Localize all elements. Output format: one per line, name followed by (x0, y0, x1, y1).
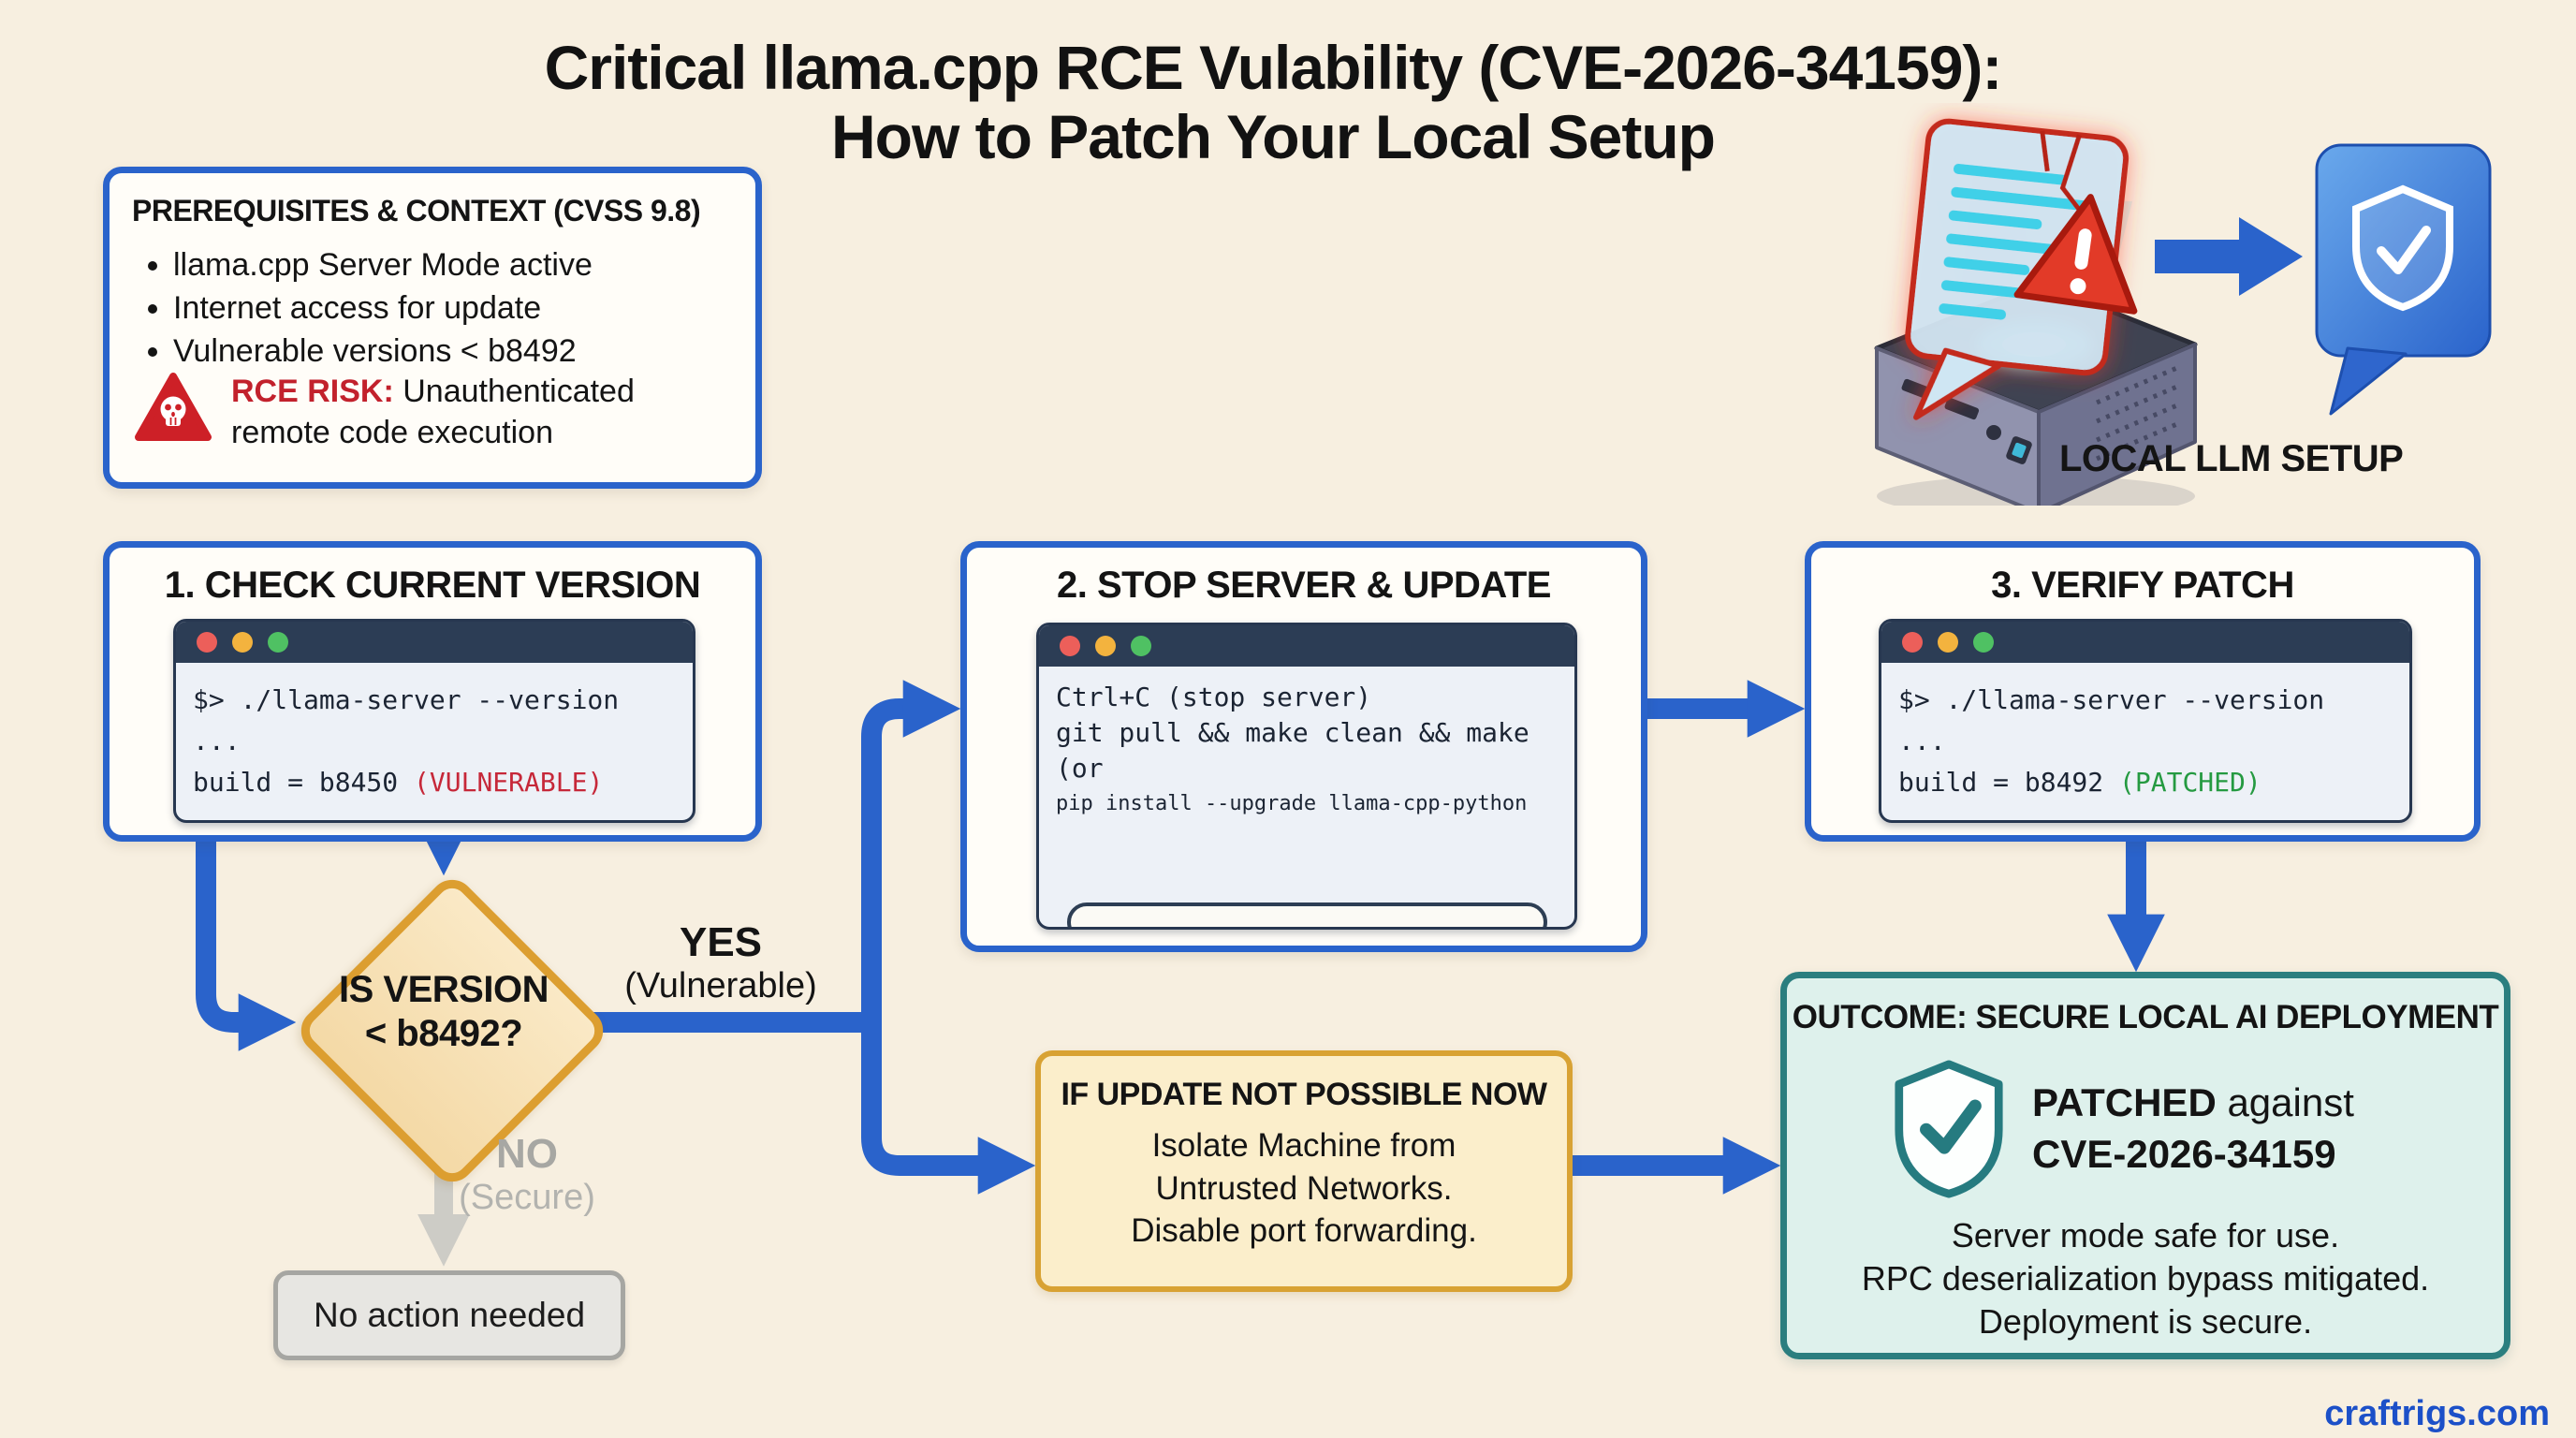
watermark-link[interactable]: craftrigs.com (2324, 1394, 2550, 1433)
terminal-line: pip install --upgrade llama-cpp-python (1056, 792, 1528, 815)
build-prefix: build = b8450 (193, 767, 415, 798)
step2-box: 2. STOP SERVER & UPDATE Ctrl+C (stop ser… (960, 541, 1647, 952)
outcome-patched-text: PATCHED against CVE-2026-34159 (2032, 1078, 2354, 1180)
outcome-lines: Server mode safe for use. RPC deserializ… (1787, 1214, 2504, 1343)
shield-check-icon-blue (2352, 184, 2453, 312)
update-progress-bar (1066, 902, 1547, 927)
no-action-label: No action needed (313, 1296, 586, 1334)
terminal-line: ... (1898, 726, 1946, 756)
fallback-title: IF UPDATE NOT POSSIBLE NOW (1061, 1077, 1547, 1112)
build-prefix: build = b8492 (1898, 767, 2120, 798)
maximize-dot-icon (1131, 636, 1151, 656)
fallback-line: Isolate Machine from (1151, 1127, 1456, 1164)
illustration-label: LOCAL LLM SETUP (2059, 438, 2404, 479)
skull-warning-icon (135, 373, 212, 441)
patched-status: (PATCHED) (2119, 767, 2261, 798)
connector-yes-down-to-fallback (861, 1022, 1036, 1195)
connector-step1-to-decision-left (196, 824, 297, 1051)
patched-word: PATCHED (2032, 1080, 2217, 1125)
step2-terminal: Ctrl+C (stop server) git pull && make cle… (1036, 623, 1577, 930)
fallback-line: Untrusted Networks. (1155, 1169, 1453, 1207)
bubble-crack-2 (2040, 130, 2050, 172)
local-llm-illustration (1874, 118, 2492, 506)
prerequisites-title: PREREQUISITES & CONTEXT (CVSS 9.8) (132, 194, 701, 227)
step3-terminal-output: $> ./llama-server --version... build = b8… (1881, 663, 2409, 813)
no-action-box: No action needed (273, 1270, 625, 1360)
page-title: Critical llama.cpp RCE Vulability (CVE-2… (0, 33, 2546, 172)
decision-line1: IS VERSION (339, 969, 549, 1010)
terminal-line: git pull && make clean && make (1056, 717, 1530, 748)
page-title-line1: Critical llama.cpp RCE Vulability (CVE-2… (544, 33, 2003, 102)
no-branch-label: NO (Secure) (429, 1131, 625, 1218)
terminal-line: $> ./llama-server --version (1898, 684, 2325, 715)
terminal-titlebar (1039, 625, 1574, 667)
terminal-line: build = b8450 (VULNERABLE) (193, 762, 676, 803)
connector-yes-up-to-step2 (861, 680, 961, 1022)
terminal-line: Ctrl+C (stop server) (1056, 682, 1372, 712)
decision-label: IS VERSION < b8492? (313, 968, 575, 1056)
step3-title: 3. VERIFY PATCH (1991, 565, 2294, 606)
outcome-patched-row: PATCHED against CVE-2026-34159 (1890, 1059, 2354, 1199)
step1-terminal: $> ./llama-server --version... build = b8… (173, 619, 695, 823)
step2-terminal-output: Ctrl+C (stop server) git pull && make cle… (1039, 667, 1574, 927)
patched-rest: against (2216, 1080, 2354, 1125)
fallback-lines: Isolate Machine from Untrusted Networks.… (1041, 1124, 1567, 1253)
terminal-line: ... (193, 726, 241, 756)
step1-box: 1. CHECK CURRENT VERSION $> ./llama-serv… (103, 541, 762, 842)
page-title-line2: How to Patch Your Local Setup (831, 101, 1716, 171)
prerequisites-list: llama.cpp Server Mode active Internet ac… (110, 243, 755, 374)
outcome-line: Deployment is secure. (1978, 1302, 2313, 1342)
outcome-box: OUTCOME: SECURE LOCAL AI DEPLOYMENT PATC… (1780, 972, 2510, 1359)
mini-pc-ports (1901, 378, 2032, 464)
rce-risk-text: RCE RISK: Unauthenticated remote code ex… (231, 372, 635, 453)
shield-check-icon-teal (1895, 1060, 2003, 1198)
rce-risk-line2: remote code execution (231, 414, 553, 450)
close-dot-icon (197, 632, 217, 653)
prerequisite-item: Vulnerable versions < b8492 (173, 330, 755, 373)
no-sublabel: (Secure) (459, 1178, 595, 1217)
yes-branch-label: YES (Vulnerable) (599, 919, 842, 1006)
rce-risk-row: RCE RISK: Unauthenticated remote code ex… (134, 372, 635, 453)
mini-pc-vents (2096, 364, 2180, 462)
no-label: NO (496, 1131, 558, 1177)
rce-risk-label: RCE RISK: (231, 374, 394, 409)
outcome-line: Server mode safe for use. (1951, 1216, 2340, 1255)
close-dot-icon (1902, 632, 1923, 653)
prerequisites-box: PREREQUISITES & CONTEXT (CVSS 9.8) llama… (103, 167, 762, 489)
cve-id: CVE-2026-34159 (2032, 1132, 2336, 1176)
prerequisite-item: llama.cpp Server Mode active (173, 243, 755, 286)
terminal-line: (or (1056, 753, 1104, 784)
rce-risk-line1: Unauthenticated (393, 374, 635, 409)
close-dot-icon (1060, 636, 1080, 656)
fallback-box: IF UPDATE NOT POSSIBLE NOW Isolate Machi… (1035, 1050, 1573, 1292)
outcome-title: OUTCOME: SECURE LOCAL AI DEPLOYMENT (1792, 999, 2499, 1035)
terminal-titlebar (1881, 622, 2409, 663)
decision-line2: < b8492? (364, 1013, 523, 1055)
outcome-line: RPC deserialization bypass mitigated. (1861, 1259, 2430, 1299)
secure-chat-bubble (2315, 143, 2492, 416)
warning-triangle-icon (2013, 194, 2138, 315)
vulnerable-status: (VULNERABLE) (414, 767, 604, 798)
step1-terminal-output: $> ./llama-server --version... build = b8… (176, 663, 693, 813)
maximize-dot-icon (268, 632, 288, 653)
step3-box: 3. VERIFY PATCH $> ./llama-server --vers… (1805, 541, 2481, 842)
terminal-titlebar (176, 622, 693, 663)
terminal-line: $> ./llama-server --version (193, 684, 620, 715)
maximize-dot-icon (1973, 632, 1994, 653)
yes-label: YES (679, 919, 763, 965)
minimize-dot-icon (1095, 636, 1116, 656)
fallback-line: Disable port forwarding. (1131, 1212, 1477, 1249)
minimize-dot-icon (1938, 632, 1958, 653)
step3-terminal: $> ./llama-server --version... build = b8… (1879, 619, 2412, 823)
terminal-line: build = b8492 (PATCHED) (1898, 762, 2393, 803)
step2-title: 2. STOP SERVER & UPDATE (1057, 565, 1551, 606)
cracked-chat-bubble (1905, 118, 2130, 420)
minimize-dot-icon (232, 632, 253, 653)
illustration-arrow-icon (2155, 217, 2303, 296)
yes-sublabel: (Vulnerable) (624, 966, 817, 1005)
prerequisite-item: Internet access for update (173, 286, 755, 330)
step1-title: 1. CHECK CURRENT VERSION (164, 565, 701, 606)
